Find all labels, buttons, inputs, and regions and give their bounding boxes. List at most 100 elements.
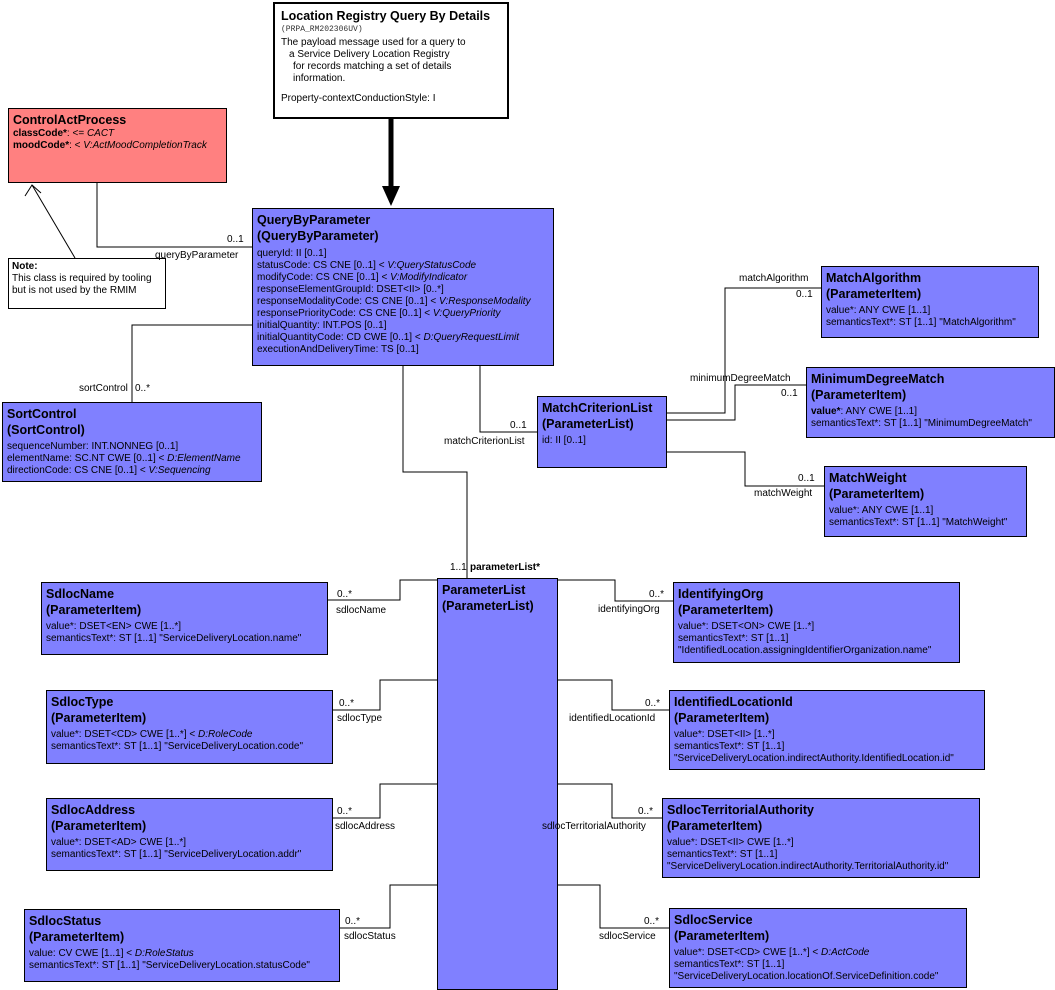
match-algorithm-box: MatchAlgorithm (ParameterItem) value*: A… xyxy=(821,266,1039,338)
match-algorithm-label: matchAlgorithm xyxy=(739,273,809,284)
identified-location-id-box: IdentifiedLocationId (ParameterItem) val… xyxy=(669,690,985,770)
match-weight-title: MatchWeight xyxy=(829,471,907,485)
identifying-org-subtitle: (ParameterItem) xyxy=(678,603,774,617)
query-multiplicity: 0..1 xyxy=(227,234,244,245)
match-weight-subtitle: (ParameterItem) xyxy=(829,487,925,501)
entry-title: Location Registry Query By Details xyxy=(281,9,491,23)
entry-point-box: Location Registry Query By Details (PRPA… xyxy=(273,2,509,119)
territorial-multiplicity: 0..* xyxy=(638,806,654,817)
entry-description-line: a Service Delivery Location Registry xyxy=(289,49,450,60)
control-act-attr: classCode*: <= CACT xyxy=(13,128,115,139)
sdloc-status-label: sdlocStatus xyxy=(344,931,396,942)
territorial-attr: "ServiceDeliveryLocation.indirectAuthori… xyxy=(667,861,949,872)
query-by-parameter-label: queryByParameter xyxy=(155,250,239,261)
identifying-org-multiplicity: 0..* xyxy=(649,589,665,600)
sdloc-service-attr: "ServiceDeliveryLocation.locationOf.Serv… xyxy=(674,971,939,982)
min-degree-subtitle: (ParameterItem) xyxy=(811,388,907,402)
entry-description-line: The payload message used for a query to xyxy=(281,37,466,48)
entry-id: (PRPA_RM202306UV) xyxy=(281,25,363,34)
identified-location-attr: value*: DSET<II> [1..*] xyxy=(674,729,775,740)
identifying-org-label: identifyingOrg xyxy=(598,604,660,615)
sdloc-address-attr: value*: DSET<AD> CWE [1..*] xyxy=(51,837,187,848)
sdloc-address-title: SdlocAddress xyxy=(51,803,136,817)
identifying-org-box: IdentifyingOrg (ParameterItem) value*: D… xyxy=(673,582,960,663)
match-list-multiplicity: 0..1 xyxy=(510,420,527,431)
sdloc-status-subtitle: (ParameterItem) xyxy=(29,930,125,944)
sdloc-service-box: SdlocService (ParameterItem) value*: DSE… xyxy=(669,908,967,988)
query-attr: executionAndDeliveryTime: TS [0..1] xyxy=(257,344,419,355)
parameter-list-box: ParameterList (ParameterList) xyxy=(437,578,558,990)
match-weight-multiplicity: 0..1 xyxy=(798,473,815,484)
query-title: QueryByParameter xyxy=(257,213,371,227)
territorial-attr: semanticsText*: ST [1..1] xyxy=(667,849,778,860)
sort-title: SortControl xyxy=(7,407,77,421)
entry-description-line: information. xyxy=(293,73,346,84)
control-act-title: ControlActProcess xyxy=(13,113,127,127)
sdloc-name-title: SdlocName xyxy=(46,587,115,601)
match-criterion-list-label: matchCriterionList xyxy=(444,436,525,447)
sdloc-status-title: SdlocStatus xyxy=(29,914,102,928)
sort-subtitle: (SortControl) xyxy=(7,423,85,437)
sdloc-type-attr: semanticsText*: ST [1..1] "ServiceDelive… xyxy=(51,741,304,752)
query-attr: responsePriorityCode: CS CNE [0..1] < V:… xyxy=(257,308,501,319)
territorial-attr: value*: DSET<II> CWE [1..*] xyxy=(667,837,794,848)
sdloc-type-subtitle: (ParameterItem) xyxy=(51,711,147,725)
territorial-title: SdlocTerritorialAuthority xyxy=(667,803,815,817)
note-line: This class is required by tooling xyxy=(12,273,152,284)
control-act-attr: moodCode*: < V:ActMoodCompletionTrack xyxy=(13,140,207,151)
entry-description-line: for records matching a set of details xyxy=(293,61,452,72)
match-algorithm-attr: semanticsText*: ST [1..1] "MatchAlgorith… xyxy=(826,317,1016,328)
query-attr: responseModalityCode: CS CNE [0..1] < V:… xyxy=(257,296,531,307)
sdloc-type-attr: value*: DSET<CD> CWE [1..*] < D:RoleCode xyxy=(51,729,253,740)
sdloc-status-multiplicity: 0..* xyxy=(345,916,361,927)
sdloc-status-box: SdlocStatus (ParameterItem) value: CV CW… xyxy=(24,909,340,982)
parameter-list-title: ParameterList xyxy=(442,583,526,597)
sdloc-territorial-authority-box: SdlocTerritorialAuthority (ParameterItem… xyxy=(662,798,980,878)
minimum-degree-match-label: minimumDegreeMatch xyxy=(690,373,791,384)
identifying-org-attr: semanticsText*: ST [1..1] xyxy=(678,633,789,644)
match-algorithm-subtitle: (ParameterItem) xyxy=(826,287,922,301)
sdloc-name-box: SdlocName (ParameterItem) value*: DSET<E… xyxy=(41,582,328,655)
sdloc-name-label: sdlocName xyxy=(336,605,387,616)
sdloc-address-attr: semanticsText*: ST [1..1] "ServiceDelive… xyxy=(51,849,302,860)
sdloc-service-label: sdlocService xyxy=(599,931,656,942)
min-degree-multiplicity: 0..1 xyxy=(781,388,798,399)
entry-style: Property-contextConductionStyle: I xyxy=(281,93,436,104)
identifying-org-title: IdentifyingOrg xyxy=(678,587,764,601)
query-attr: queryId: II [0..1] xyxy=(257,248,327,259)
identified-location-id-label: identifiedLocationId xyxy=(569,713,656,724)
sdloc-address-box: SdlocAddress (ParameterItem) value*: DSE… xyxy=(46,798,333,871)
match-weight-attr: value*: ANY CWE [1..1] xyxy=(829,505,934,516)
minimum-degree-match-box: MinimumDegreeMatch (ParameterItem) value… xyxy=(806,367,1055,438)
note-title: Note: xyxy=(12,261,38,272)
note-line: but is not used by the RMIM xyxy=(12,285,137,296)
query-attr: initialQuantityCode: CD CWE [0..1] < D:Q… xyxy=(257,332,520,343)
sdloc-type-label: sdlocType xyxy=(337,713,383,724)
match-weight-box: MatchWeight (ParameterItem) value*: ANY … xyxy=(824,466,1027,537)
query-subtitle: (QueryByParameter) xyxy=(257,229,379,243)
sdloc-status-attr: semanticsText*: ST [1..1] "ServiceDelive… xyxy=(29,960,310,971)
sdloc-service-attr: value*: DSET<CD> CWE [1..*] < D:ActCode xyxy=(674,947,870,958)
match-algorithm-title: MatchAlgorithm xyxy=(826,271,922,285)
identified-location-subtitle: (ParameterItem) xyxy=(674,711,770,725)
sdloc-address-label: sdlocAddress xyxy=(335,821,396,832)
match-list-attr: id: II [0..1] xyxy=(542,435,586,446)
match-weight-attr: semanticsText*: ST [1..1] "MatchWeight" xyxy=(829,517,1008,528)
match-algorithm-attr: value*: ANY CWE [1..1] xyxy=(826,305,931,316)
sdloc-name-subtitle: (ParameterItem) xyxy=(46,603,142,617)
match-list-title: MatchCriterionList xyxy=(542,401,653,415)
sdloc-address-subtitle: (ParameterItem) xyxy=(51,819,147,833)
identified-location-attr: semanticsText*: ST [1..1] xyxy=(674,741,785,752)
query-attr: initialQuantity: INT.POS [0..1] xyxy=(257,320,387,331)
parameter-list-subtitle: (ParameterList) xyxy=(442,599,534,613)
min-degree-attr: value*: ANY CWE [1..1] xyxy=(811,406,917,417)
sort-control-label: sortControl xyxy=(79,383,128,394)
sdloc-name-multiplicity: 0..* xyxy=(337,589,353,600)
match-list-subtitle: (ParameterList) xyxy=(542,417,634,431)
match-algorithm-multiplicity: 0..1 xyxy=(796,289,813,300)
sort-control-box: SortControl (SortControl) sequenceNumber… xyxy=(2,402,262,482)
identified-location-attr: "ServiceDeliveryLocation.indirectAuthori… xyxy=(674,753,954,764)
match-weight-label: matchWeight xyxy=(754,488,813,499)
parameter-list-multiplicity: 1..1 xyxy=(450,562,467,573)
